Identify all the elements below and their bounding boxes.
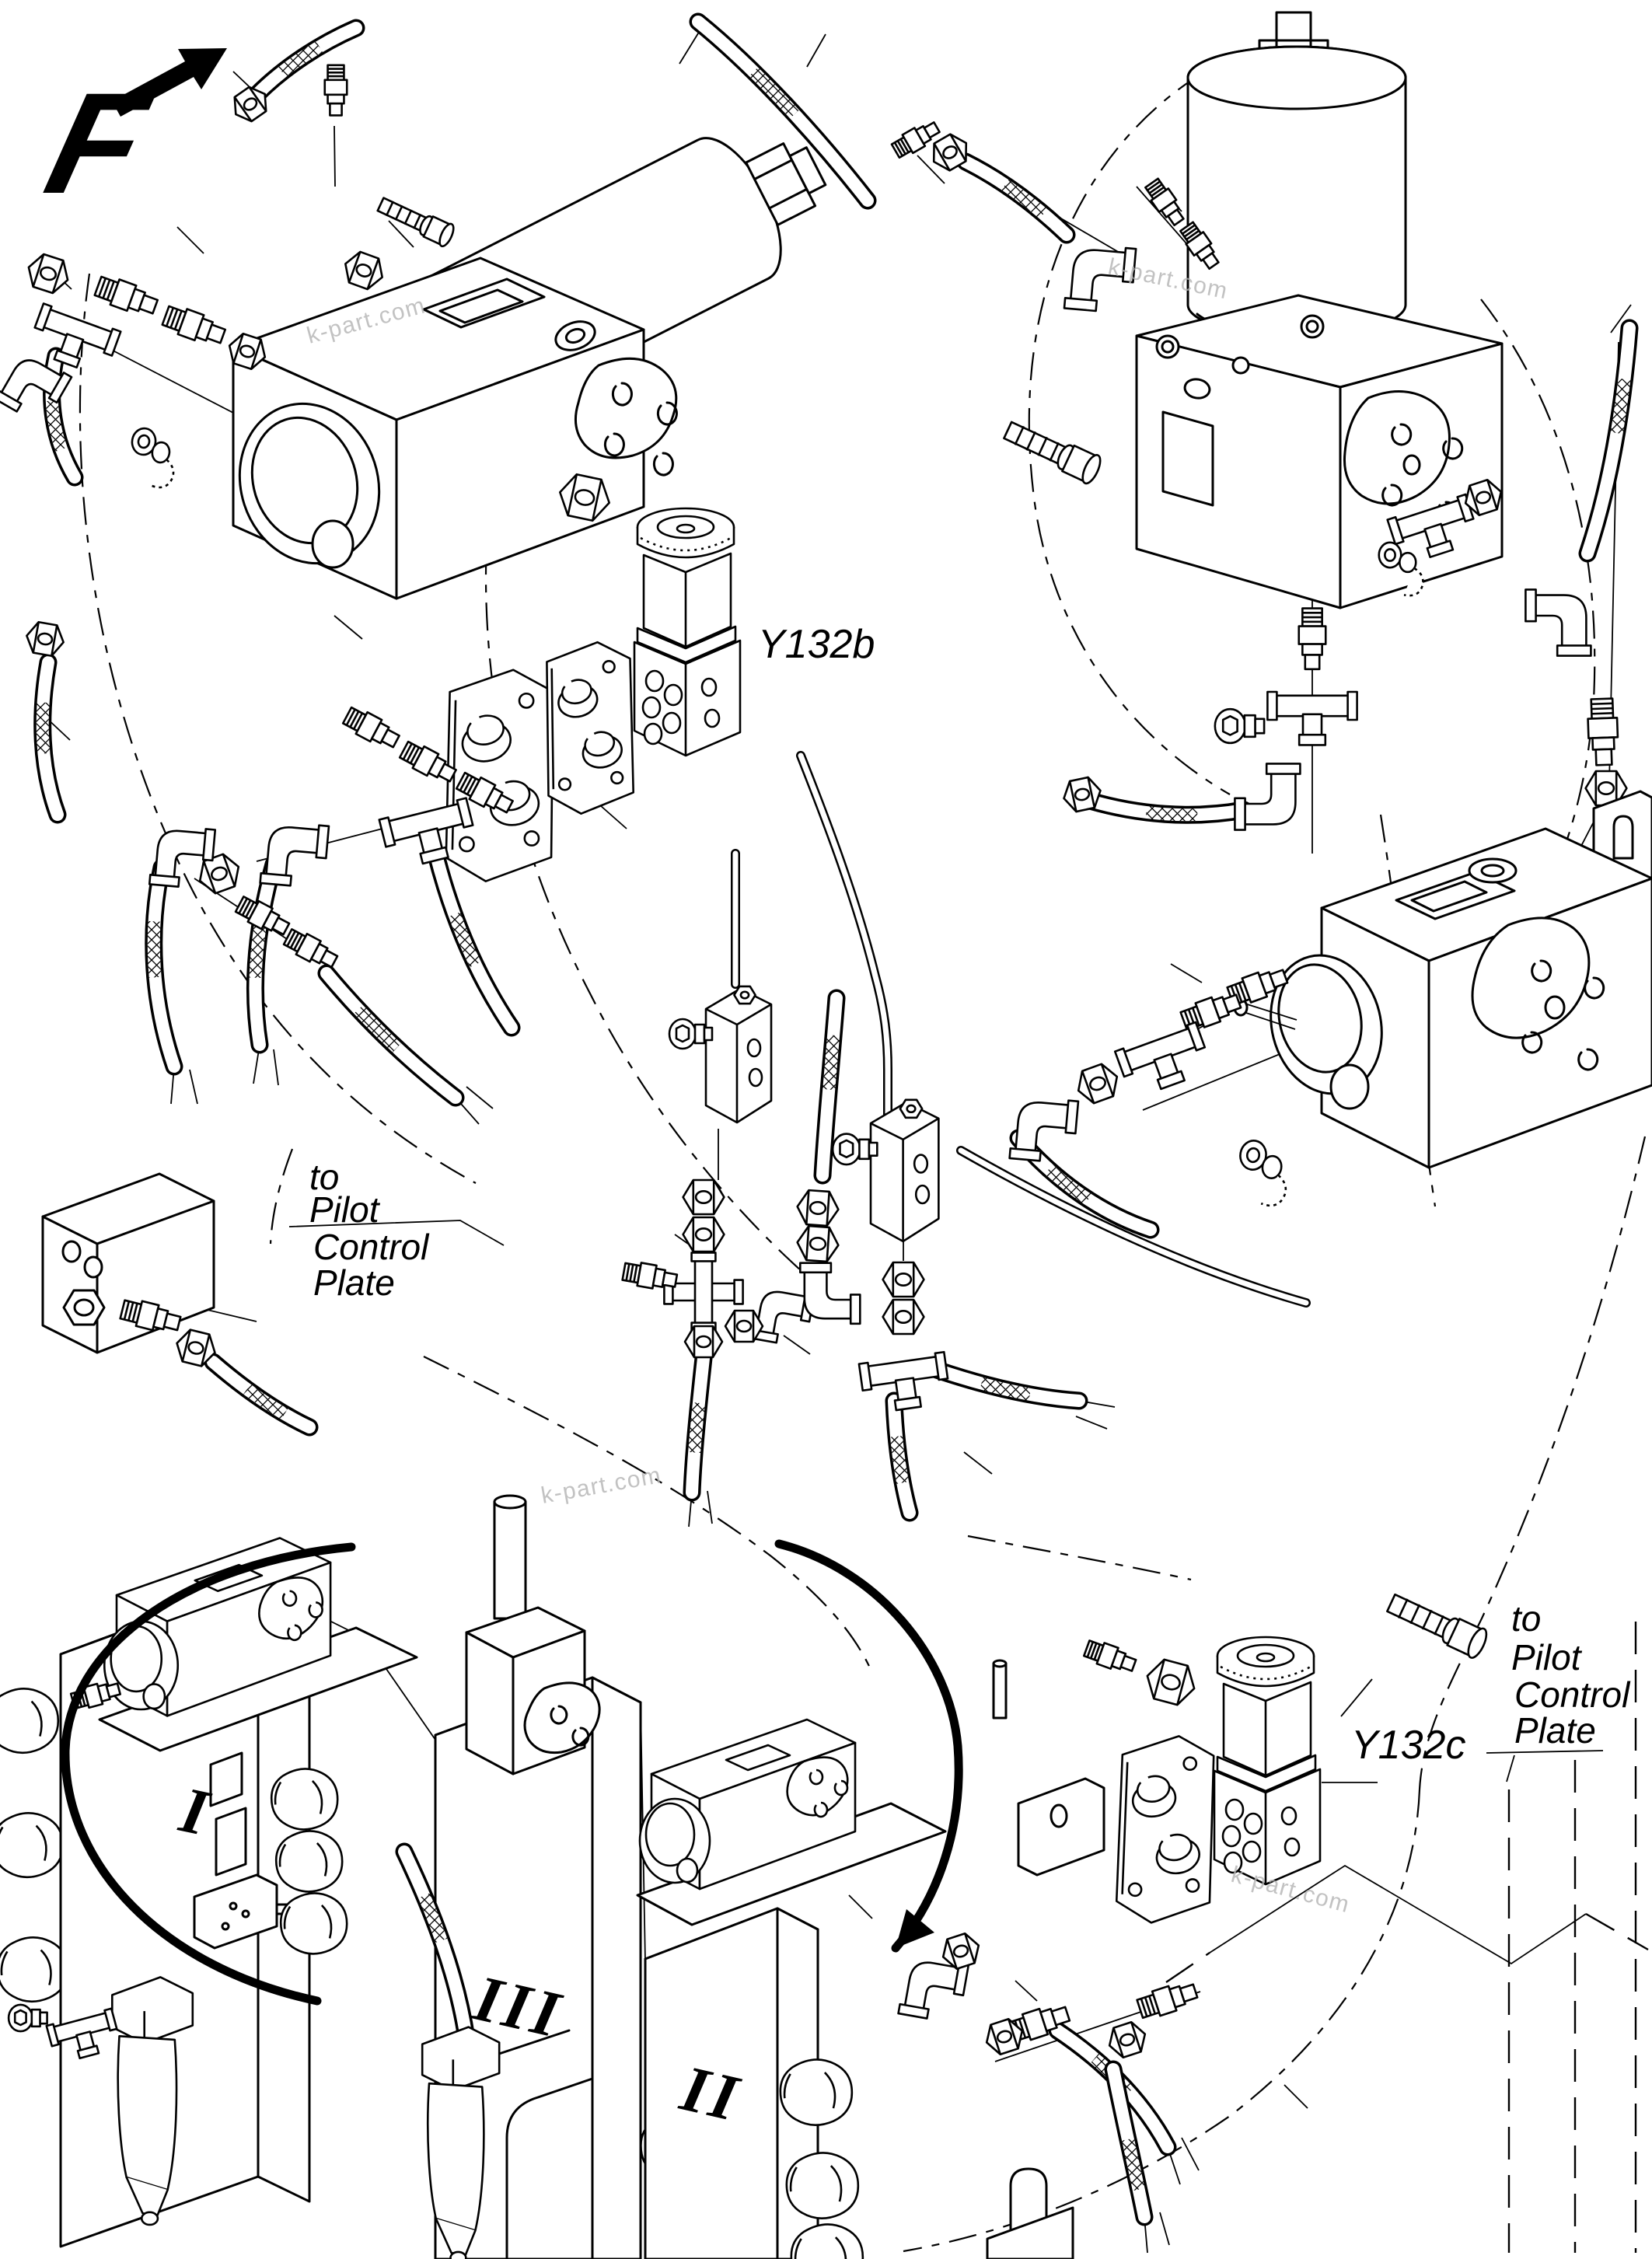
fittings-bottom-right — [897, 1929, 1201, 2217]
y132c-label: Y132c — [1351, 1723, 1465, 1768]
pilot-note-left-line3: Control — [313, 1227, 430, 1267]
pumps-on-valve-bank — [69, 1496, 1006, 2038]
pilot-note-left-line1: to — [309, 1157, 339, 1197]
y132b-label: Y132b — [758, 622, 875, 667]
gear-pump-right — [961, 791, 1652, 1303]
pilot-note-right: to Pilot Control Plate — [1511, 1598, 1631, 1751]
view-direction-flag: F — [33, 48, 227, 223]
control-valve-bank — [0, 1581, 1104, 2259]
accumulator-valve-top-right — [1137, 12, 1502, 608]
emphasis-arcs — [65, 1544, 959, 2001]
test-coupling-block-left — [43, 1174, 309, 1427]
pilot-note-left-line2: Pilot — [309, 1189, 381, 1230]
view-direction-arrow-icon — [112, 48, 227, 117]
watermark-center: k-part.com — [539, 1462, 663, 1509]
pilot-note-right-line1: to — [1511, 1598, 1541, 1639]
pilot-note-left-line4: Plate — [313, 1262, 395, 1303]
view-direction-label: F — [33, 63, 164, 224]
pilot-note-right-line3: Control — [1514, 1674, 1631, 1715]
pilot-note-left: to Pilot Control Plate — [309, 1157, 430, 1303]
pilot-note-right-line4: Plate — [1514, 1710, 1596, 1751]
pilot-note-right-line2: Pilot — [1511, 1637, 1583, 1678]
hydraulic-pump-top-left — [219, 98, 851, 599]
